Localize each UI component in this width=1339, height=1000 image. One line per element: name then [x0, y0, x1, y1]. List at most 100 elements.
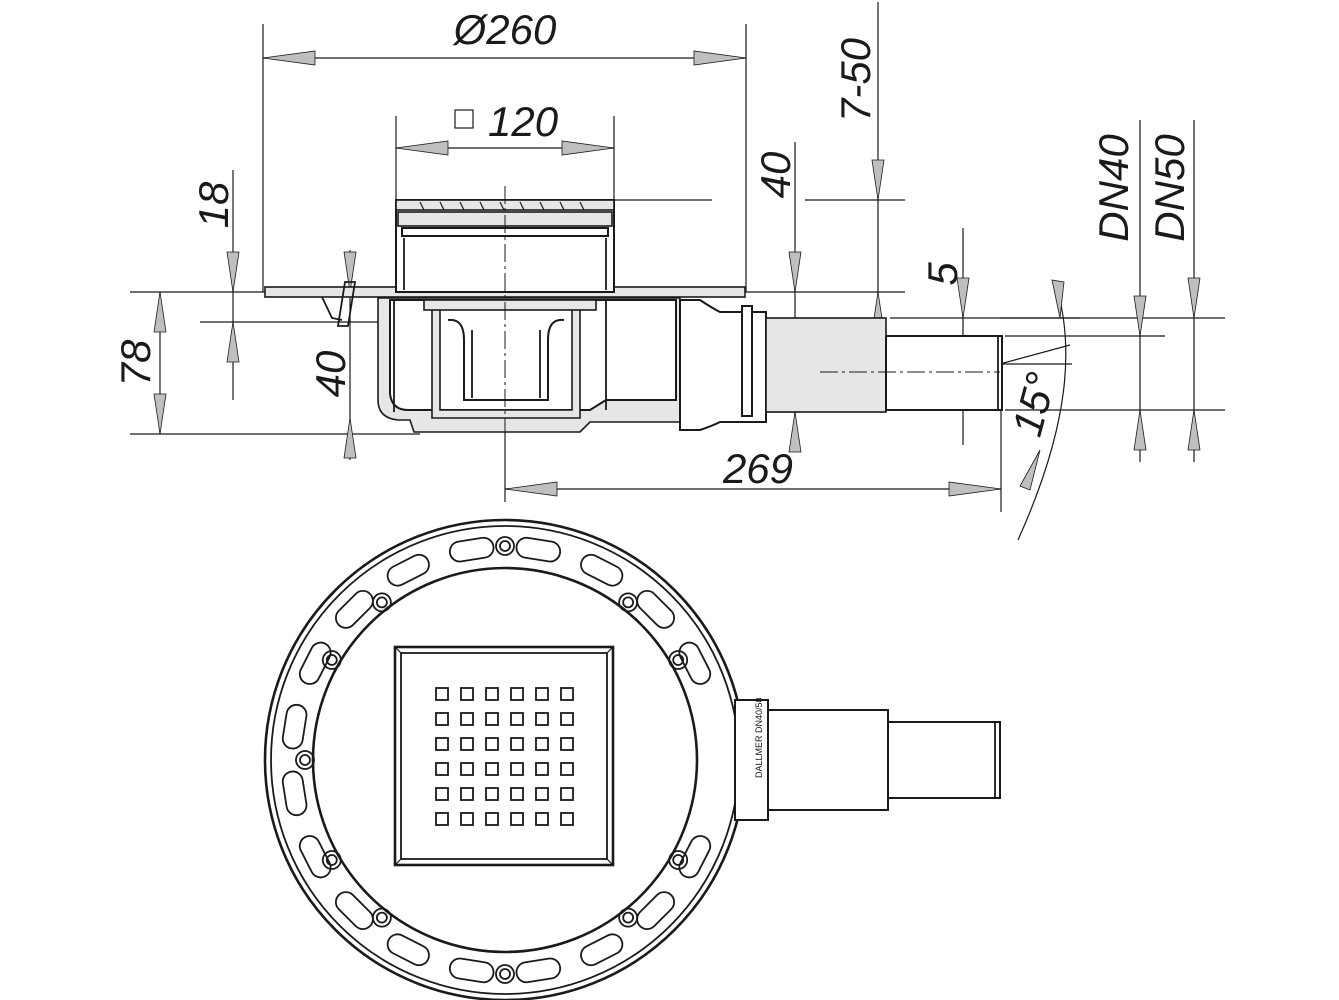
- grate-hole: [560, 737, 574, 751]
- flange-slot: [448, 957, 495, 984]
- flange-hole: [295, 750, 315, 770]
- flange-hole: [622, 911, 635, 924]
- flange-hole: [325, 654, 338, 666]
- label-height-lower: 40: [307, 350, 354, 397]
- flange-hole: [672, 854, 685, 866]
- flange-slot: [298, 835, 332, 879]
- label-height-upper: 18: [190, 181, 237, 228]
- dimension-grate-size: 120: [395, 98, 615, 200]
- grate-hole: [460, 812, 474, 826]
- grate-hole: [510, 687, 524, 701]
- grate-hole: [460, 687, 474, 701]
- flange-slot: [580, 933, 624, 967]
- flange-slot: [678, 835, 712, 879]
- grate-hole: [460, 712, 474, 726]
- dimension-height-lower: 40: [307, 250, 357, 460]
- grate-hole: [535, 787, 549, 801]
- label-gap: 5: [919, 262, 966, 286]
- flange-hole: [495, 536, 515, 556]
- label-outlet-dn40: DN40: [1090, 134, 1137, 242]
- label-outlet-dn50: DN50: [1146, 134, 1193, 242]
- grate-hole: [435, 712, 449, 726]
- flange-hole: [499, 968, 511, 980]
- flange-hole: [618, 907, 639, 928]
- grate-hole: [560, 687, 574, 701]
- dimension-outlet-length: 269: [504, 400, 1002, 512]
- outlet-pipe: [679, 299, 1003, 431]
- square-symbol-icon: [454, 109, 474, 129]
- flange-slot: [298, 641, 332, 685]
- grate-hole: [485, 762, 499, 776]
- flange-slot: [386, 933, 430, 967]
- flange-outer-ring: [263, 518, 747, 1000]
- flange-hole: [672, 654, 685, 666]
- flange-hole: [618, 592, 639, 613]
- grate-hole: [485, 787, 499, 801]
- grate-plan: [393, 645, 615, 867]
- dimension-flange-diameter: Ø260: [262, 6, 747, 292]
- grate-holes: [435, 687, 574, 826]
- grate-hole: [435, 787, 449, 801]
- grate-hole: [460, 787, 474, 801]
- grate-hole: [435, 762, 449, 776]
- flange-slots: [281, 536, 712, 984]
- flange-slot: [636, 891, 675, 930]
- label-slope-angle: 15°: [1003, 367, 1065, 441]
- flange-hole: [622, 596, 635, 609]
- flange-hole: [668, 850, 689, 870]
- flange-slot: [515, 957, 562, 984]
- flange-inner-ring: [311, 566, 699, 954]
- flange-hole: [499, 540, 511, 552]
- grate-hole: [560, 712, 574, 726]
- plan-view: DALLMER DN40/50: [263, 518, 1001, 1000]
- grate-hole: [510, 712, 524, 726]
- grate-hole: [460, 737, 474, 751]
- grate-hole: [485, 687, 499, 701]
- flange-slot: [515, 536, 562, 563]
- trap-insert: [423, 299, 597, 419]
- flange-slot: [678, 641, 712, 685]
- flange-slot: [386, 553, 430, 587]
- flange-slot: [281, 770, 308, 817]
- grate-hole: [510, 787, 524, 801]
- grate-hole: [485, 712, 499, 726]
- grate-hole: [435, 737, 449, 751]
- product-stamp: DALLMER DN40/50: [754, 697, 764, 778]
- grate-hole: [560, 812, 574, 826]
- flange-slot: [580, 553, 624, 587]
- label-grate-size: 120: [488, 98, 559, 145]
- flange-hole: [495, 964, 515, 984]
- grate-hole: [560, 787, 574, 801]
- flange-slot: [335, 590, 374, 629]
- grate-hole: [435, 687, 449, 701]
- label-flange-diameter: Ø260: [452, 6, 557, 53]
- grate-hole: [435, 812, 449, 826]
- grate-hole: [535, 812, 549, 826]
- flange-hole: [375, 596, 388, 609]
- flange-hole: [321, 650, 342, 670]
- outlet-pipe-plan: DALLMER DN40/50: [734, 697, 1001, 821]
- grate-hole: [560, 762, 574, 776]
- dimension-grate-adjust: 7-50: [746, 2, 905, 340]
- grate-hole: [510, 812, 524, 826]
- flange-holes: [295, 536, 689, 984]
- grate-hole: [460, 762, 474, 776]
- label-grate-height: 40: [752, 151, 799, 198]
- grate-hole: [535, 762, 549, 776]
- flange-hole: [371, 592, 392, 613]
- flange-hole: [299, 754, 311, 766]
- flange-slot: [281, 703, 308, 750]
- flange-hole: [668, 650, 689, 670]
- flange-hole: [325, 854, 338, 866]
- grate-hole: [535, 737, 549, 751]
- grate-hole: [485, 737, 499, 751]
- flange-hole: [371, 907, 392, 928]
- label-outlet-length: 269: [722, 445, 793, 492]
- grate-hole: [510, 737, 524, 751]
- label-grate-adjust: 7-50: [832, 37, 879, 122]
- grate-hole: [485, 812, 499, 826]
- flange-hole: [375, 911, 388, 924]
- grate-hole: [535, 712, 549, 726]
- flange-slot: [335, 891, 374, 930]
